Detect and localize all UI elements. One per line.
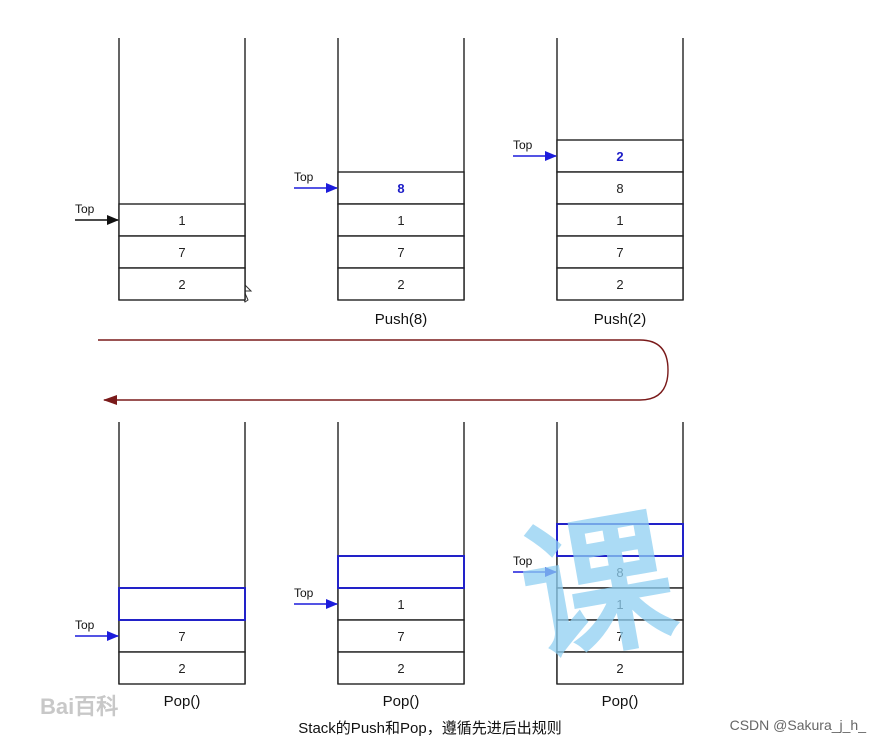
stack-cell-value: 7 [397,245,404,260]
stack-empty-cell [556,523,684,557]
stack-cell [556,619,684,653]
stack-cell [556,651,684,685]
stack-cell [556,139,684,173]
stack-cell [337,651,465,685]
stack-cell-value: 8 [616,181,623,196]
operation-label: Pop() [164,693,201,710]
stack-cell [556,235,684,269]
flow-arrow [98,339,669,405]
top-pointer-label: Top [75,202,95,216]
stack-cell [118,267,246,301]
stack-cell [556,267,684,301]
stack-cell [118,651,246,685]
top-pointer-label: Top [513,554,533,568]
watermark-large: 课 [509,492,687,684]
stack-cell [118,235,246,269]
stack-cell-value: 2 [178,277,185,292]
operation-label: Pop() [602,693,639,710]
stack-cell-value: 2 [616,661,623,676]
stack-cell [337,587,465,621]
stack-cell [337,619,465,653]
stack-cell-value: 2 [178,661,185,676]
stack-top-row-1: 1 7 2 Top [75,38,246,301]
stack-cell [556,171,684,205]
operation-label: Push(2) [594,311,647,328]
stack-cell [337,171,465,205]
stack-cell-value: 1 [397,597,404,612]
stack-cell [118,203,246,237]
stack-cell-value: 1 [616,597,623,612]
top-pointer-label: Top [294,586,314,600]
credit-text: CSDN @Sakura_j_h_ [730,717,867,733]
stack-cell-value: 2 [397,661,404,676]
stack-cell [337,203,465,237]
baidu-watermark: Bai百科 [40,694,118,719]
caption: Stack的Push和Pop，遵循先进后出规则 [298,719,561,737]
stack-cell-value: 2 [397,277,404,292]
stack-cell [556,587,684,621]
operation-label: Pop() [383,693,420,710]
stack-cell [556,203,684,237]
stack-cell-value: 1 [178,213,185,228]
stack-cell-value: 1 [616,213,623,228]
stack-cell [337,235,465,269]
stack-cell-value: 2 [616,149,623,164]
stack-empty-cell [337,555,465,589]
top-pointer-label: Top [294,170,314,184]
top-pointer-label: Top [75,618,95,632]
stack-empty-cell [118,587,246,621]
stack-cell-value: 7 [178,245,185,260]
stack-cell-value: 1 [397,213,404,228]
stack-cell [337,267,465,301]
operation-label: Push(8) [375,311,428,328]
stack-cell [118,619,246,653]
stack-cell-value: 7 [397,629,404,644]
stack-cell-value: 7 [178,629,185,644]
top-pointer-label: Top [513,138,533,152]
stack-cell-value: 8 [397,181,404,196]
stack-cell-value: 2 [616,277,623,292]
stack-cell-value: 8 [616,565,623,580]
stack-cell-value: 7 [616,629,623,644]
stack-cell-value: 7 [616,245,623,260]
